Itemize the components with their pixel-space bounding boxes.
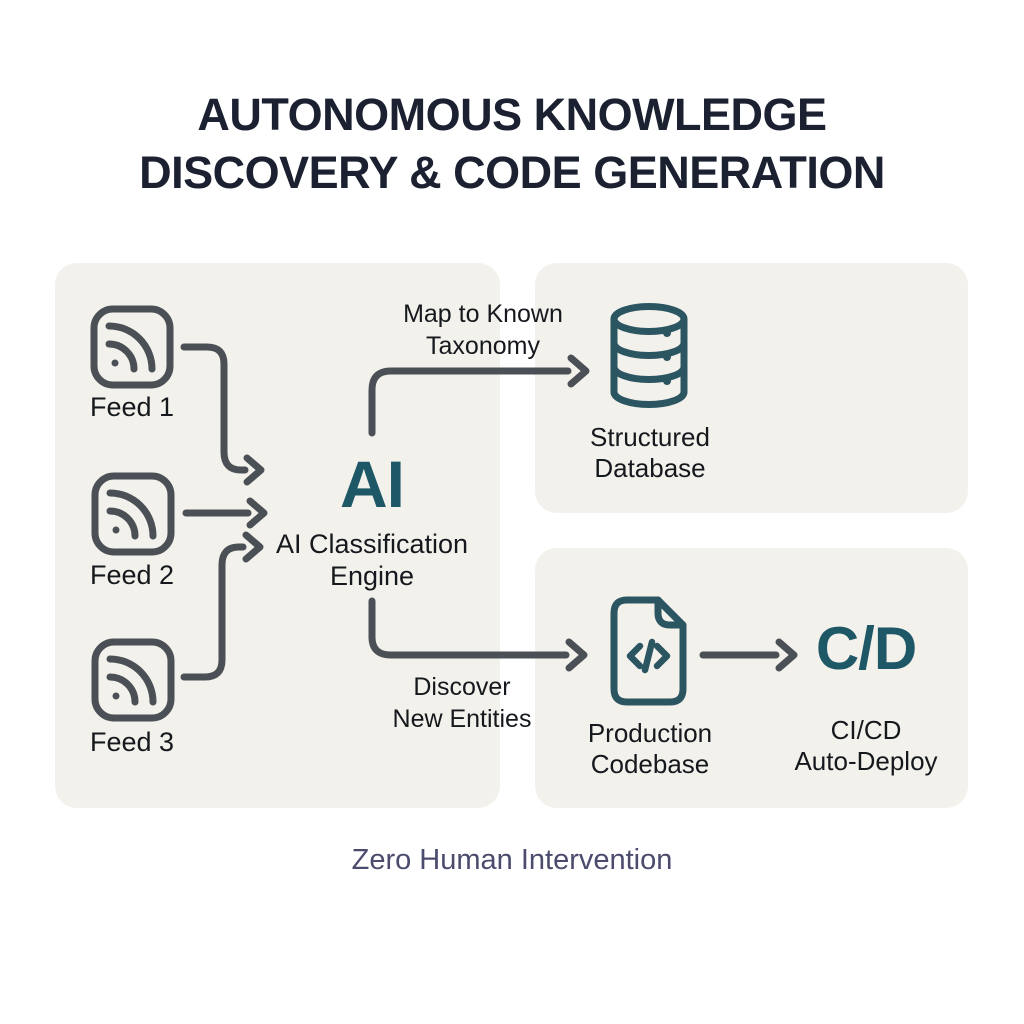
feed2-node [91,472,175,556]
cicd-symbol: C/D [815,615,917,682]
page-title-line1: AUTONOMOUS KNOWLEDGE [197,89,827,140]
cicd-label: CI/CD Auto-Deploy [794,715,938,776]
rss-icon [91,472,175,556]
footer-caption: Zero Human Intervention [351,844,673,876]
structured-database-node [606,302,692,410]
deploy-panel [535,548,968,808]
database-panel [535,263,968,513]
ai-engine-label: AI Classification Engine [275,529,469,591]
code-file-icon [610,596,687,706]
feed3-label: Feed 3 [89,727,175,757]
production-codebase-node [606,596,691,706]
ai-engine-symbol: AI [340,447,405,521]
database-icon [610,303,688,408]
rss-icon [91,638,175,722]
production-codebase-label: Production Codebase [587,718,713,779]
feed1-label: Feed 1 [89,392,175,422]
feed3-node [91,638,175,722]
feed1-node [90,305,174,389]
taxonomy-arrow-label: Map to Known Taxonomy [403,300,563,360]
page-title: AUTONOMOUS KNOWLEDGE DISCOVERY & CODE GE… [0,86,1024,202]
page-title-line2: DISCOVERY & CODE GENERATION [139,147,885,198]
structured-database-label: Structured Database [590,422,710,483]
rss-icon [90,305,174,389]
discover-arrow-label: Discover New Entities [392,673,532,733]
feed2-label: Feed 2 [89,560,175,590]
